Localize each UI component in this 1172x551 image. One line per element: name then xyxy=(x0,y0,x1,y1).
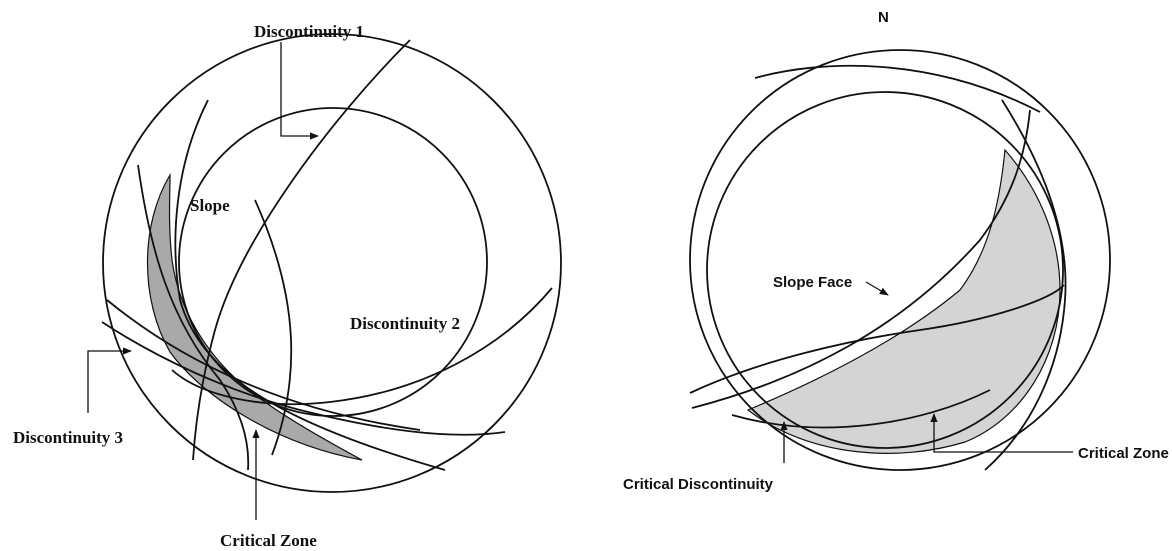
right-slope-face-label: Slope Face xyxy=(773,274,852,291)
left-great-circle-b xyxy=(137,164,250,471)
right-critical-discontinuity-label: Critical Discontinuity xyxy=(623,476,774,493)
right-critical-discontinuity-arc xyxy=(689,284,1065,394)
left-great-circle-a xyxy=(174,99,446,471)
left-discontinuity-3-leader xyxy=(87,347,132,413)
left-slope-label: Slope xyxy=(190,196,230,215)
right-critical-zone xyxy=(746,148,1061,454)
right-critical-zone-label: Critical Zone xyxy=(1078,445,1169,462)
left-discontinuity-2-label: Discontinuity 2 xyxy=(350,314,460,333)
right-great-circle-b xyxy=(984,99,1067,471)
left-discontinuity-1-arc xyxy=(192,39,411,461)
left-primitive-circle xyxy=(102,33,562,493)
right-great-circle-a xyxy=(754,64,1041,113)
left-discontinuity-3-arc xyxy=(101,321,506,436)
left-discontinuity-1-label: Discontinuity 1 xyxy=(254,22,364,41)
right-stereonet: N Slope Face Critical Zone Critical Disc… xyxy=(623,9,1169,493)
right-slope-circle xyxy=(706,91,1064,449)
right-critical-zone-leader xyxy=(930,413,1073,453)
right-slope-face-leader xyxy=(865,281,889,296)
left-discontinuity-3-label: Discontinuity 3 xyxy=(13,428,123,447)
right-slope-face-arc xyxy=(691,109,1031,409)
left-critical-zone-label: Critical Zone xyxy=(220,531,317,550)
right-north-label: N xyxy=(878,9,889,26)
left-slope-circle xyxy=(178,107,488,417)
left-great-circle-c xyxy=(254,199,293,456)
left-discontinuity-1-leader xyxy=(280,42,319,140)
left-discontinuity-2-arc xyxy=(171,287,553,406)
right-primitive-circle xyxy=(689,49,1111,471)
left-critical-zone xyxy=(146,172,363,461)
left-great-circle-d xyxy=(106,299,421,431)
right-great-circle-c xyxy=(731,389,991,429)
left-stereonet: Discontinuity 1 Slope Discontinuity 2 Di… xyxy=(13,22,562,550)
